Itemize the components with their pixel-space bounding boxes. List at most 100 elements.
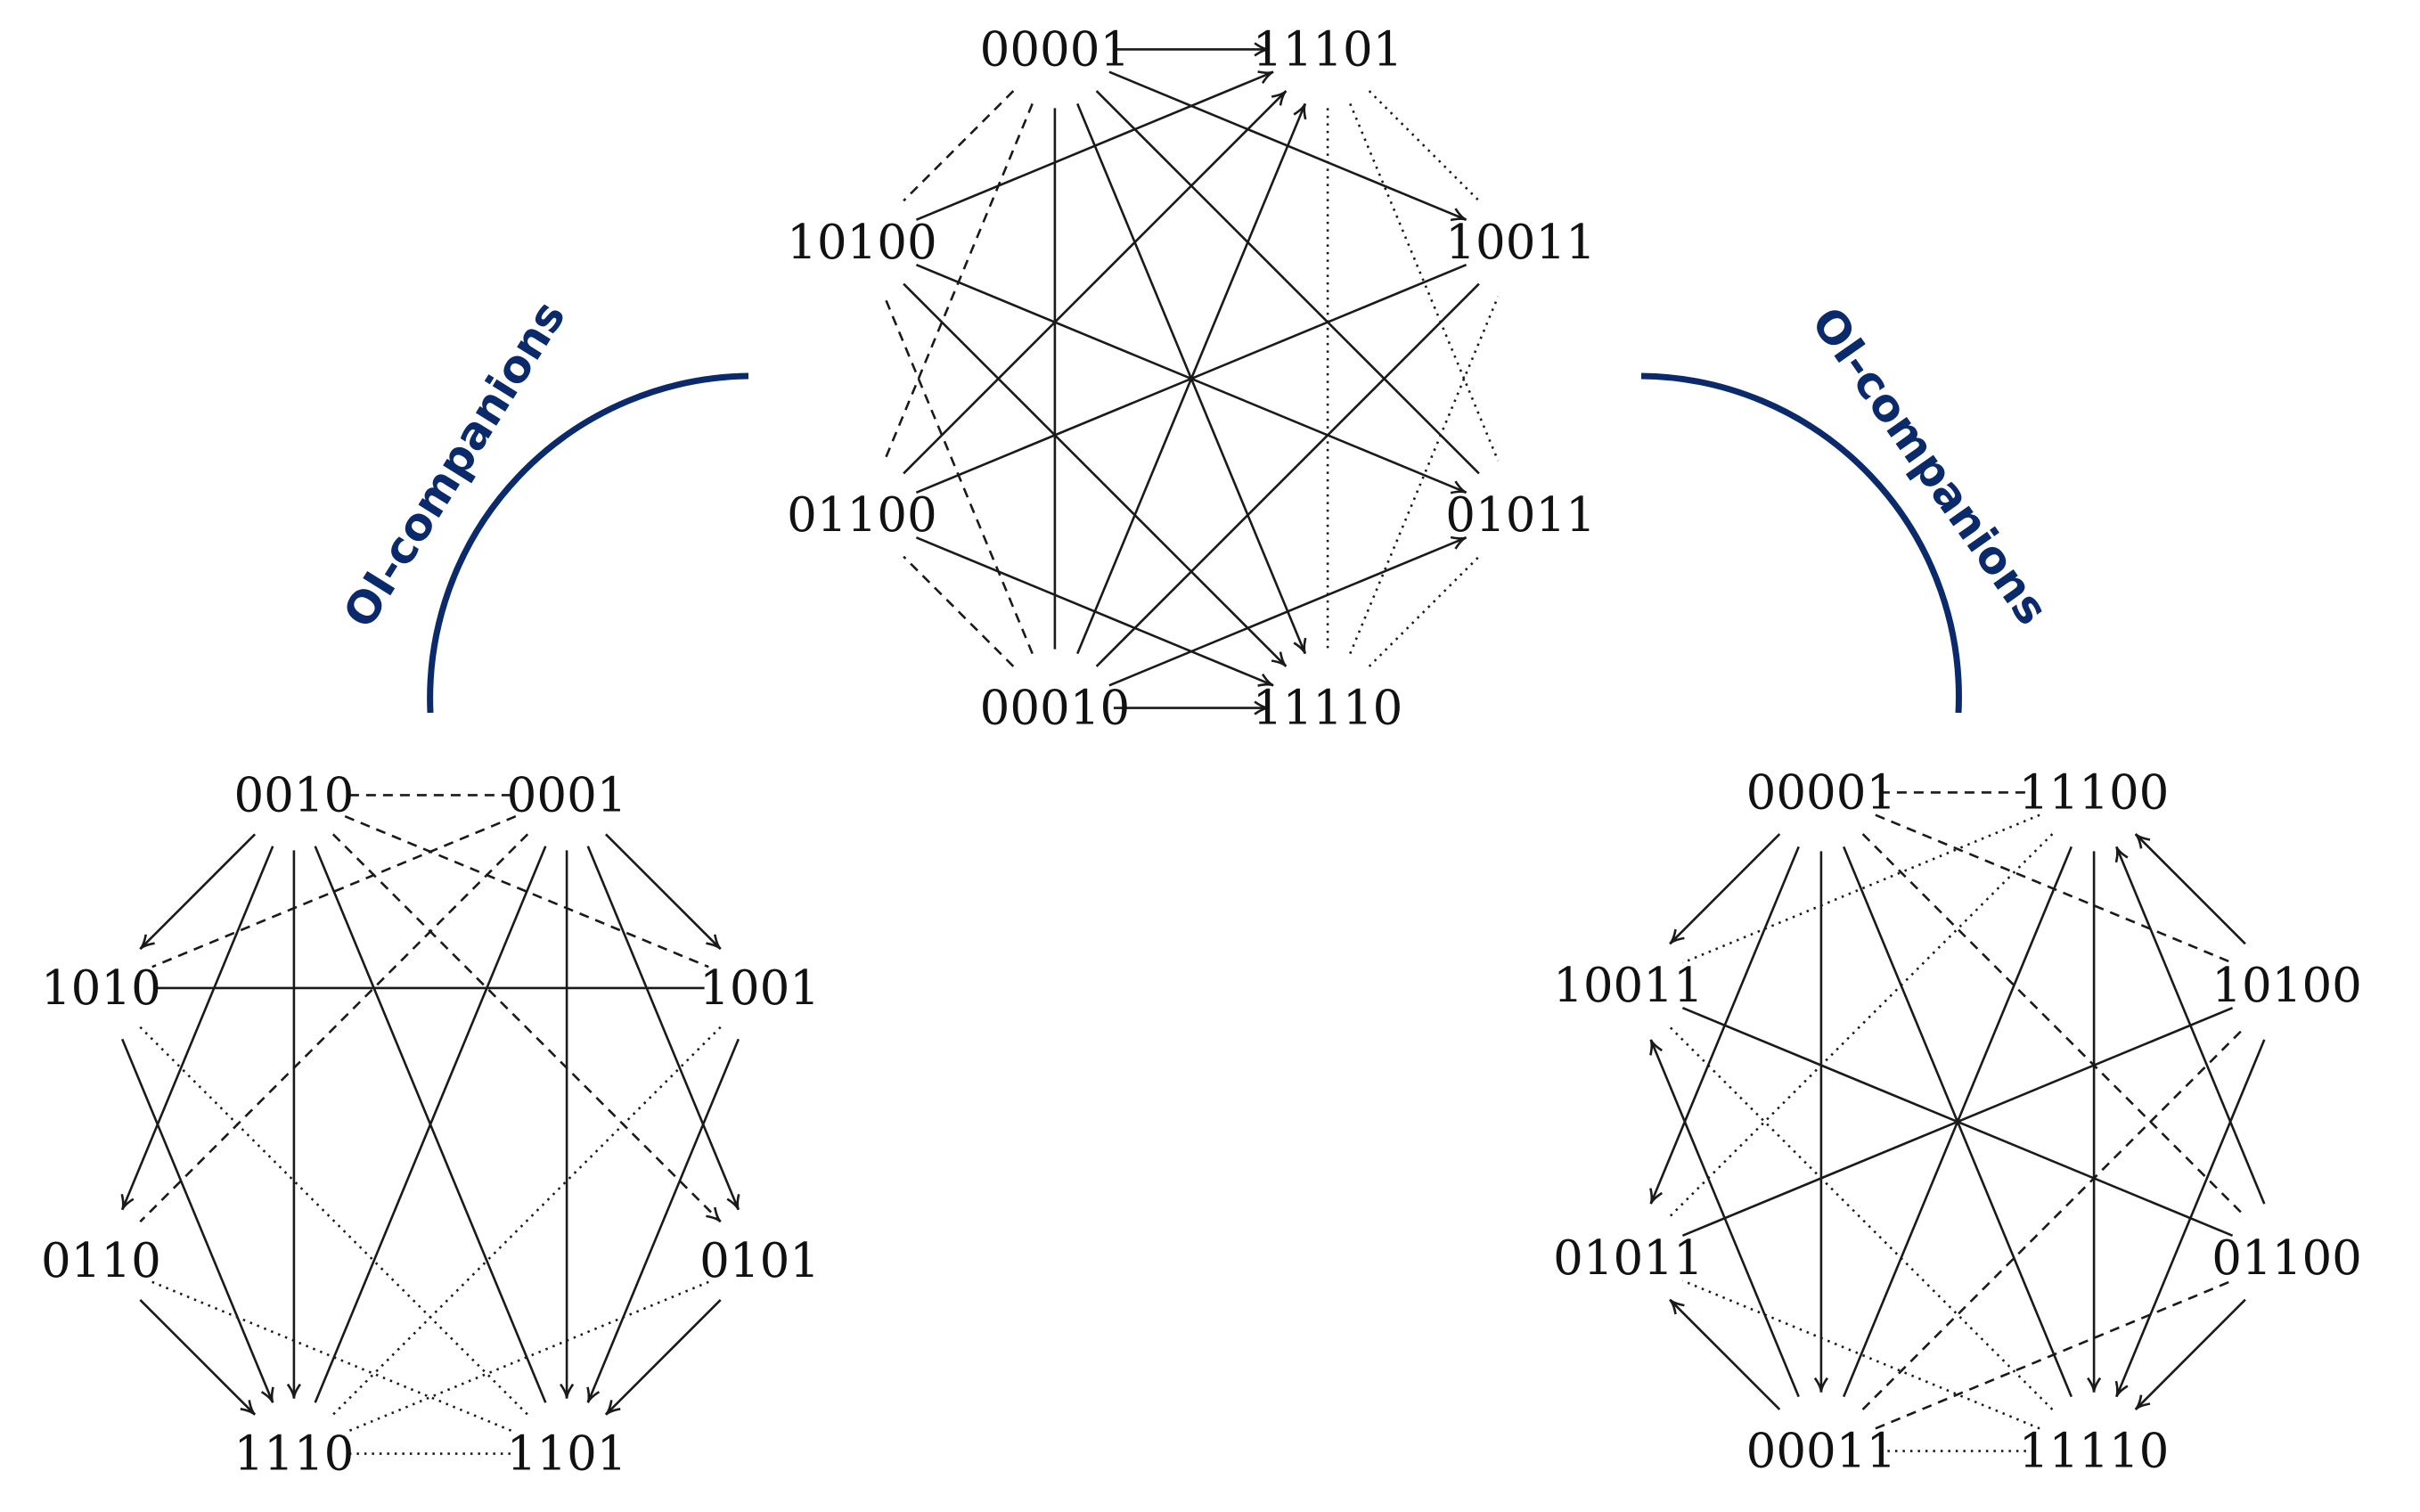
node-label-top-10100: 10100 [787, 216, 937, 270]
edge-top-01100-10011 [915, 263, 1468, 494]
arrowhead-right-00011-01011 [1669, 1298, 1685, 1315]
arrowhead-right-01100-11100 [2114, 846, 2129, 863]
edge-top-01100-11101 [903, 90, 1288, 475]
node-label-left-1010: 1010 [41, 961, 161, 1016]
edge-left-0001-1110 [314, 846, 547, 1403]
arrowhead-left-0001-0101 [726, 1194, 740, 1211]
node-label-right-01011: 01011 [1553, 1231, 1704, 1286]
edge-left-1001-1110 [331, 1026, 722, 1416]
node-label-top-11101: 11101 [1253, 22, 1403, 77]
edge-left-0010-1010 [139, 833, 257, 951]
edge-left-0010-1001 [344, 814, 709, 968]
arrowhead-top-01100-11110 [1257, 673, 1274, 687]
arrowhead-top-00010-11101 [1293, 102, 1307, 120]
arrowhead-left-0010-0110 [120, 1194, 135, 1211]
arrowhead-right-00011-10011 [1649, 1039, 1664, 1056]
arrowhead-top-00010-01011 [1450, 535, 1468, 550]
edge-right-00011-01100 [1875, 1279, 2234, 1430]
edge-right-01100-11110 [2134, 1298, 2246, 1410]
edge-left-0110-1110 [139, 1298, 257, 1416]
node-label-left-0010: 0010 [233, 768, 354, 822]
arrowhead-left-0010-1110 [286, 1383, 301, 1399]
arrowhead-top-10100-01011 [1450, 480, 1468, 494]
edge-top-11110-01011 [1368, 555, 1480, 667]
arrowhead-top-00001-10011 [1450, 208, 1468, 222]
edge-left-0001-0101 [586, 846, 740, 1211]
node-label-top-00010: 00010 [980, 682, 1131, 736]
node-label-right-11100: 11100 [2019, 765, 2170, 820]
edge-left-0001-1010 [151, 814, 517, 968]
node-label-top-10011: 10011 [1445, 216, 1596, 270]
node-label-left-0001: 0001 [507, 768, 627, 822]
arrowhead-top-01100-11101 [1271, 90, 1288, 106]
arrowhead-top-00001-11101 [1254, 42, 1270, 57]
edge-top-00010-01100 [903, 555, 1015, 667]
edge-left-0001-0110 [139, 833, 529, 1223]
edge-left-0101-1101 [604, 1298, 722, 1416]
arrowhead-right-10100-11110 [2114, 1380, 2129, 1398]
node-label-left-0110: 0110 [41, 1234, 161, 1288]
arrowhead-left-0010-1010 [139, 934, 155, 951]
node-label-right-00011: 00011 [1746, 1425, 1897, 1479]
arrowhead-left-0001-1001 [706, 934, 722, 951]
edge-top-00010-01011 [1108, 536, 1468, 687]
arrowhead-left-0010-0101 [706, 1206, 722, 1223]
node-label-left-1110: 1110 [233, 1427, 354, 1482]
edge-left-0010-0110 [120, 846, 274, 1211]
right-companion-arc [1640, 372, 1962, 714]
edge-right-00011-01011 [1669, 1298, 1781, 1410]
left-arc-label: OI-companions [333, 292, 576, 637]
node-label-right-10100: 10100 [2212, 959, 2362, 1013]
right-arc-label: OI-companions [1802, 298, 2058, 633]
edge-right-00001-10011 [1669, 833, 1781, 945]
edge-right-10100-11110 [2115, 1039, 2266, 1398]
edge-right-00001-01100 [1861, 833, 2246, 1218]
arrowhead-right-00001-01011 [1649, 1188, 1664, 1205]
edge-left-1010-1110 [120, 1038, 274, 1403]
edge-top-10100-11110 [903, 282, 1288, 667]
edge-top-01100-11110 [915, 536, 1274, 687]
arrowhead-left-1001-1101 [586, 1386, 601, 1403]
node-label-top-00001: 00001 [980, 22, 1131, 77]
arrowhead-right-01100-11110 [2134, 1394, 2151, 1410]
arrowhead-left-0110-1110 [240, 1400, 257, 1416]
arrowhead-right-11100-11110 [2087, 1377, 2102, 1393]
edge-right-10100-11100 [2134, 833, 2246, 945]
arrowhead-right-00001-10011 [1669, 928, 1685, 945]
arrowhead-left-0001-1101 [560, 1383, 575, 1399]
edge-left-1001-1101 [586, 1038, 740, 1403]
node-label-right-01100: 01100 [2212, 1231, 2362, 1286]
node-label-left-1001: 1001 [699, 961, 820, 1016]
arrowhead-top-00010-11110 [1254, 700, 1270, 715]
edges-layer [120, 42, 2266, 1455]
edge-top-00010-10011 [1095, 282, 1480, 667]
edge-right-00011-10100 [1861, 1026, 2246, 1410]
edge-top-00001-10100 [903, 90, 1015, 202]
arrowhead-right-10100-11100 [2134, 833, 2151, 849]
node-label-right-11110: 11110 [2019, 1425, 2170, 1479]
edge-top-00001-01011 [1095, 90, 1480, 475]
edge-top-10100-11101 [915, 70, 1274, 221]
edge-left-0001-1001 [604, 833, 722, 951]
edge-right-01011-10100 [1681, 1006, 2234, 1238]
node-label-top-01011: 01011 [1445, 488, 1596, 543]
arrowhead-right-00001-00011 [1813, 1377, 1828, 1393]
node-label-left-0101: 0101 [699, 1234, 820, 1288]
node-label-right-10011: 10011 [1553, 959, 1704, 1013]
node-label-top-11110: 11110 [1253, 682, 1403, 736]
node-label-left-1101: 1101 [507, 1427, 627, 1482]
arrowhead-top-10100-11101 [1257, 70, 1274, 85]
left-companion-arc [427, 372, 749, 714]
edge-right-00011-10011 [1649, 1039, 1800, 1398]
arrowhead-top-00001-11110 [1293, 637, 1307, 655]
node-label-right-00001: 00001 [1746, 765, 1897, 820]
edge-left-0010-0101 [331, 833, 722, 1223]
edge-left-1010-1101 [139, 1026, 529, 1416]
edge-top-11101-10011 [1368, 90, 1480, 202]
arrowhead-left-1010-1110 [260, 1386, 274, 1403]
arrowhead-left-0101-1101 [604, 1400, 621, 1416]
arrowhead-top-10100-11110 [1271, 651, 1288, 667]
node-label-top-01100: 01100 [787, 488, 937, 543]
